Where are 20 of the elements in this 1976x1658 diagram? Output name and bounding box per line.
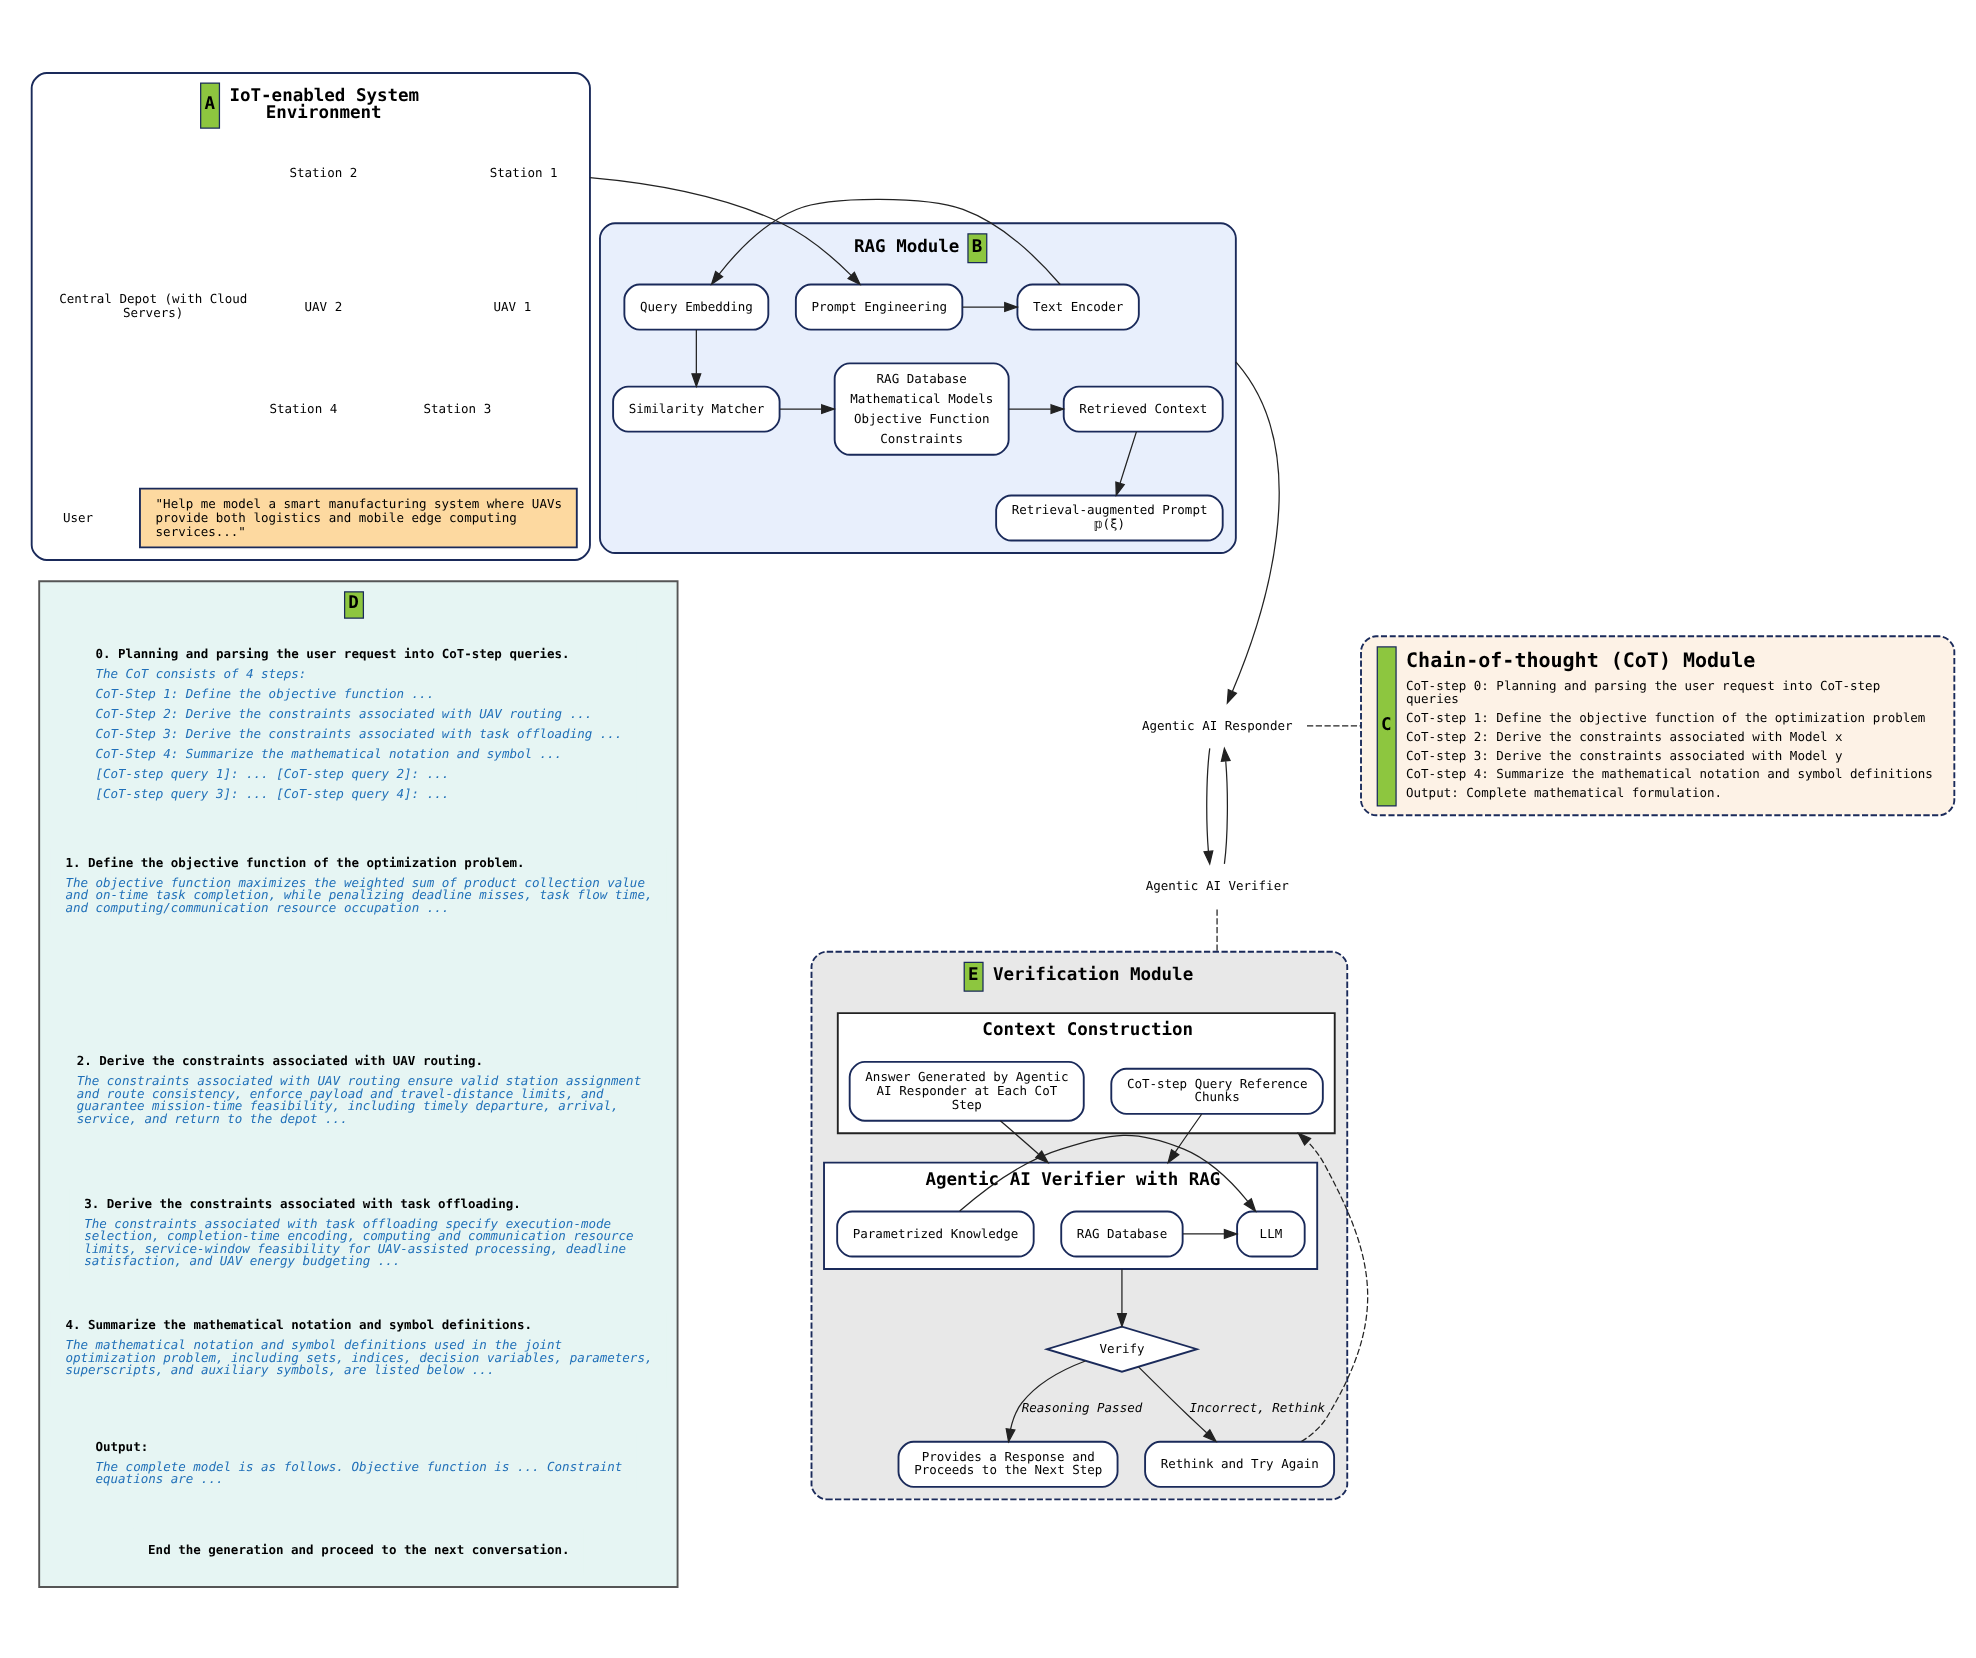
arrow (1116, 1267, 1128, 1328)
arrow (710, 197, 1061, 285)
arrow (779, 402, 837, 414)
arrow (1203, 746, 1214, 865)
arrow (1005, 1359, 1086, 1443)
arrow (1297, 1130, 1369, 1442)
arrow (1008, 402, 1066, 414)
connector (1306, 724, 1362, 726)
arrow (1182, 1227, 1239, 1239)
arrow (1137, 1365, 1218, 1442)
arrow (1115, 430, 1137, 497)
connector (1216, 907, 1218, 952)
arrow (962, 300, 1020, 312)
arrow (999, 1119, 1050, 1163)
arrow (691, 328, 702, 388)
arrow (959, 1133, 1257, 1212)
arrow (1226, 360, 1280, 704)
arrow (1220, 745, 1231, 864)
arrow (1167, 1112, 1203, 1164)
arrow (589, 176, 862, 285)
